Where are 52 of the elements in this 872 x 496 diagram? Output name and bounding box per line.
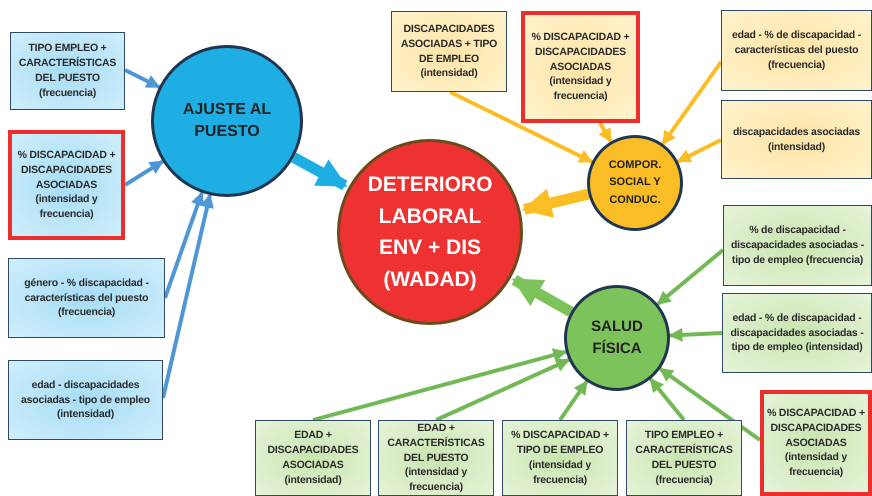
factor-label: DISCAPACIDADES ASOCIADAS + TIPO DE EMPLEO (intensidad): [400, 22, 498, 82]
arrow: [648, 378, 686, 422]
factor-label: género - % discapacidad - características del puesto (frecuencia): [23, 276, 150, 320]
factor-label: TIPO EMPLEO + CARACTERÍSTICAS DEL PUESTO (frecuencia): [634, 428, 734, 488]
factor-label: % DISCAPACIDAD + DISCAPACIDADES ASOCIADAS (intensidad y frecuencia): [530, 30, 630, 104]
factor-box: [721, 10, 872, 91]
highlighted-factor-box: [760, 390, 872, 496]
arrow: [163, 191, 204, 299]
factor-box: [723, 205, 872, 286]
arrow: [658, 367, 762, 442]
thick-arrow: [291, 152, 348, 190]
factor-box: [8, 360, 163, 440]
arrow: [124, 160, 164, 187]
highlighted-factor-box: [8, 130, 125, 240]
arrow: [161, 194, 214, 398]
arrow: [124, 68, 160, 89]
factor-label: EDAD + DISCAPACIDADES ASOCIADAS (intensidad): [266, 428, 360, 488]
factor-label: % DISCAPACIDAD + DISCAPACIDADES ASOCIADAS (intensidad y frecuencia): [16, 148, 116, 222]
factor-box: [391, 11, 507, 92]
arrow: [558, 380, 588, 422]
topic-label: AJUSTE AL PUESTO: [182, 100, 272, 142]
thick-arrow: [512, 275, 574, 317]
arrow: [661, 60, 723, 146]
arrow: [676, 138, 722, 164]
arrow: [598, 122, 613, 143]
thick-arrow: [521, 188, 590, 218]
factor-box: [502, 420, 618, 496]
topic-label: COMPOR. SOCIAL Y CONDUC.: [608, 158, 662, 208]
factor-box: [8, 258, 165, 338]
arrow: [668, 328, 722, 342]
factor-label: % de discapacidad - discapacidades asociadas - tipo de empleo (frecuencia): [730, 223, 866, 268]
topic-label: DETERIORO LABORAL ENV + DIS (WADAD): [368, 172, 492, 292]
factor-label: edad - % de discapacidad - características del puesto (frecuencia): [730, 28, 862, 73]
arrow: [312, 348, 568, 422]
highlighted-factor-box: [521, 11, 640, 123]
factor-label: edad - discapacidades asociadas - tipo de empleo (intensidad): [20, 378, 151, 422]
factor-box: [721, 100, 872, 179]
topic-label: SALUD FÍSICA: [590, 317, 644, 359]
factor-box: [722, 293, 872, 373]
arrow: [656, 248, 724, 306]
factor-label: TIPO EMPLEO + CARACTERÍSTICAS DEL PUESTO (frecuencia): [18, 41, 118, 101]
factor-label: edad - % de discapacidad - discapacidades asociadas - tipo de empleo (intensidad): [729, 310, 865, 356]
factor-label: % DISCAPACIDAD + TIPO DE EMPLEO (intensidad y frecuencia): [510, 428, 610, 488]
factor-box: [626, 420, 742, 496]
factor-box: [255, 420, 371, 496]
arrow: [449, 90, 594, 164]
arrow: [435, 358, 570, 422]
factor-label: EDAD + CARACTERÍSTICAS DEL PUESTO (intensidad y frecuencia): [386, 420, 486, 496]
topic-circle: [564, 285, 670, 391]
factor-label: % DISCAPACIDAD + DISCAPACIDADES ASOCIADAS (intensidad y frecuencia): [767, 406, 865, 480]
factor-box: [10, 32, 125, 110]
factor-label: discapacidades asociadas (intensidad): [732, 124, 862, 154]
